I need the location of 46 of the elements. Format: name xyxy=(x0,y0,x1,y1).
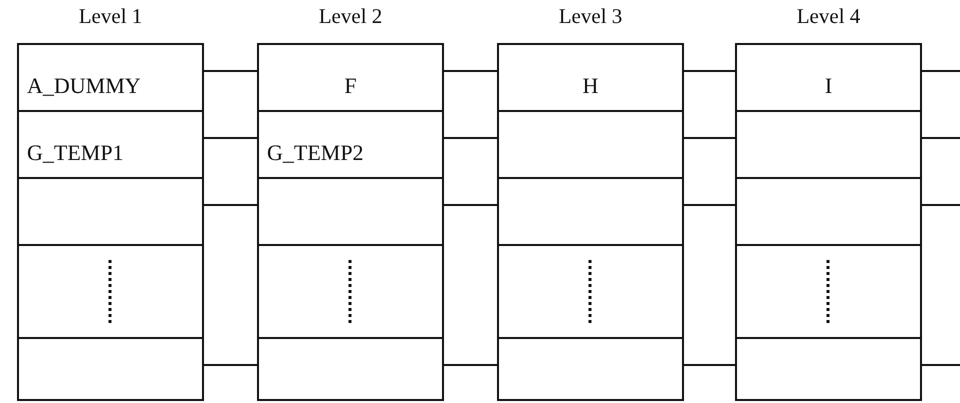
table-cell xyxy=(258,111,443,178)
empty-cell xyxy=(736,245,921,338)
connector-line xyxy=(921,204,960,206)
empty-cell xyxy=(258,178,443,245)
cell-label: A_DUMMY xyxy=(27,73,141,99)
column-heading: Level 2 xyxy=(318,4,382,29)
empty-cell xyxy=(498,111,683,178)
connector-line xyxy=(921,70,960,72)
table-cell xyxy=(18,111,203,178)
empty-cell xyxy=(498,245,683,338)
cell-label: F xyxy=(344,73,357,99)
connector-line xyxy=(443,70,498,72)
empty-cell xyxy=(736,111,921,178)
empty-cell xyxy=(18,245,203,338)
connector-line xyxy=(443,204,498,206)
connector-line xyxy=(683,364,736,366)
connector-line xyxy=(203,70,258,72)
connector-line xyxy=(921,364,960,366)
connector-line xyxy=(203,364,258,366)
connector-line xyxy=(683,204,736,206)
connector-line xyxy=(203,204,258,206)
table-cell xyxy=(498,44,683,111)
cell-label: H xyxy=(582,73,598,99)
connector-line xyxy=(921,137,960,139)
table-cell xyxy=(258,44,443,111)
column-heading: Level 3 xyxy=(558,4,622,29)
connector-line xyxy=(203,137,258,139)
empty-cell xyxy=(736,338,921,400)
table-cell xyxy=(736,44,921,111)
empty-cell xyxy=(18,178,203,245)
empty-cell xyxy=(18,338,203,400)
table-cell xyxy=(18,44,203,111)
connector-line xyxy=(683,137,736,139)
connector-line xyxy=(683,70,736,72)
cell-label: G_TEMP2 xyxy=(267,140,364,166)
empty-cell xyxy=(736,178,921,245)
empty-cell xyxy=(258,338,443,400)
empty-cell xyxy=(498,338,683,400)
connector-line xyxy=(443,137,498,139)
empty-cell xyxy=(498,178,683,245)
empty-cell xyxy=(258,245,443,338)
column-heading: Level 1 xyxy=(78,4,142,29)
column-heading: Level 4 xyxy=(796,4,860,29)
cell-label: G_TEMP1 xyxy=(27,140,124,166)
connector-line xyxy=(443,364,498,366)
cell-label: I xyxy=(824,73,832,99)
